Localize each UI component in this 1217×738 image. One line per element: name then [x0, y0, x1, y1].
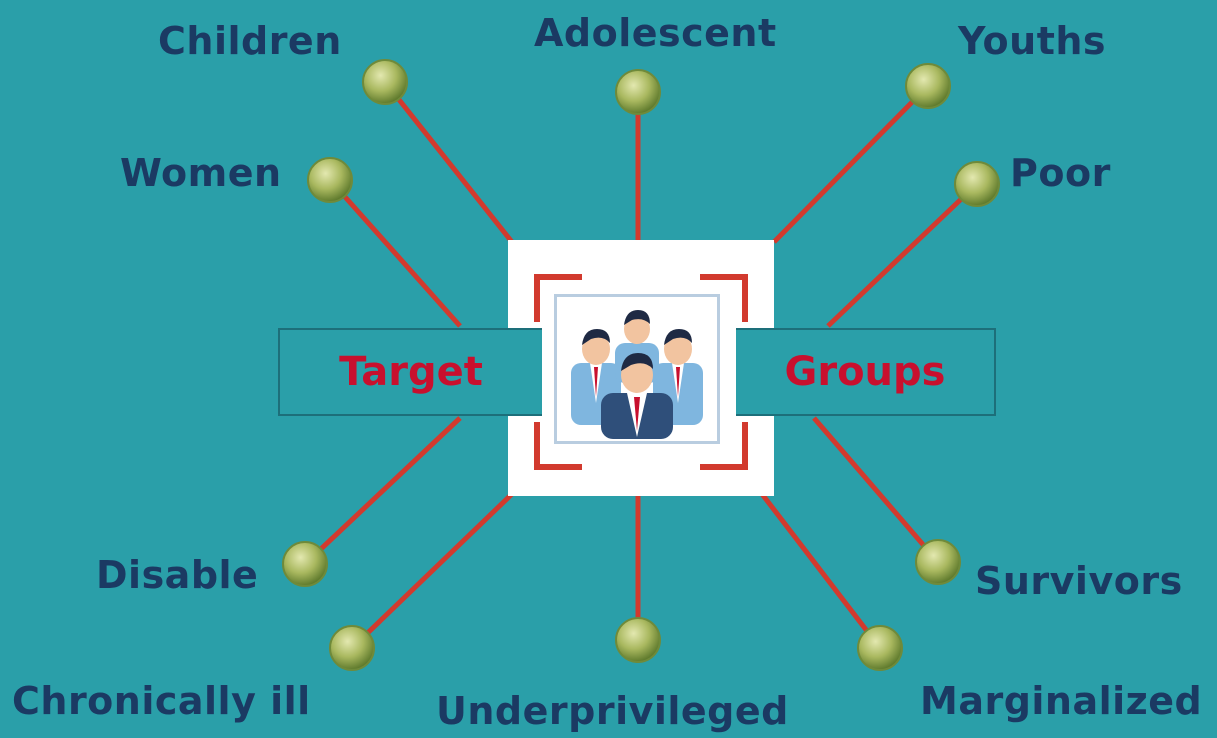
frame-corner-top-left — [534, 274, 582, 322]
connector-survivors — [812, 416, 940, 564]
node-dot-adolescent — [615, 69, 661, 115]
node-dot-marginalized — [857, 625, 903, 671]
node-label-youths: Youths — [958, 19, 1107, 63]
center-left-banner: Target — [278, 328, 542, 416]
frame-corner-bottom-left — [534, 422, 582, 470]
node-label-disable: Disable — [96, 553, 259, 597]
node-label-adolescent: Adolescent — [534, 11, 777, 55]
connector-chronically-ill — [350, 492, 514, 650]
node-dot-disable — [282, 541, 328, 587]
node-dot-chronically-ill — [329, 625, 375, 671]
connector-marginalized — [760, 492, 882, 650]
frame-corner-top-right — [700, 274, 748, 322]
node-dot-underprivileged — [615, 617, 661, 663]
node-label-poor: Poor — [1010, 151, 1111, 195]
group-photo-frame — [554, 294, 720, 444]
center-right-label: Groups — [784, 349, 946, 395]
connector-disable — [303, 416, 462, 566]
center-left-label: Target — [339, 349, 483, 395]
node-label-marginalized: Marginalized — [920, 679, 1203, 723]
node-label-children: Children — [158, 19, 342, 63]
connector-children — [383, 80, 514, 244]
connector-youths — [772, 84, 930, 244]
node-label-survivors: Survivors — [975, 559, 1183, 603]
center-right-banner: Groups — [736, 328, 996, 416]
node-dot-women — [307, 157, 353, 203]
node-dot-children — [362, 59, 408, 105]
node-dot-survivors — [915, 539, 961, 585]
node-dot-youths — [905, 63, 951, 109]
node-label-women: Women — [120, 151, 282, 195]
people-group-icon — [571, 310, 703, 439]
node-label-chronically-ill: Chronically ill — [12, 679, 311, 723]
connector-poor — [826, 182, 979, 328]
node-dot-poor — [954, 161, 1000, 207]
connector-women — [328, 178, 462, 328]
frame-corner-bottom-right — [700, 422, 748, 470]
node-label-underprivileged: Underprivileged — [436, 689, 789, 733]
